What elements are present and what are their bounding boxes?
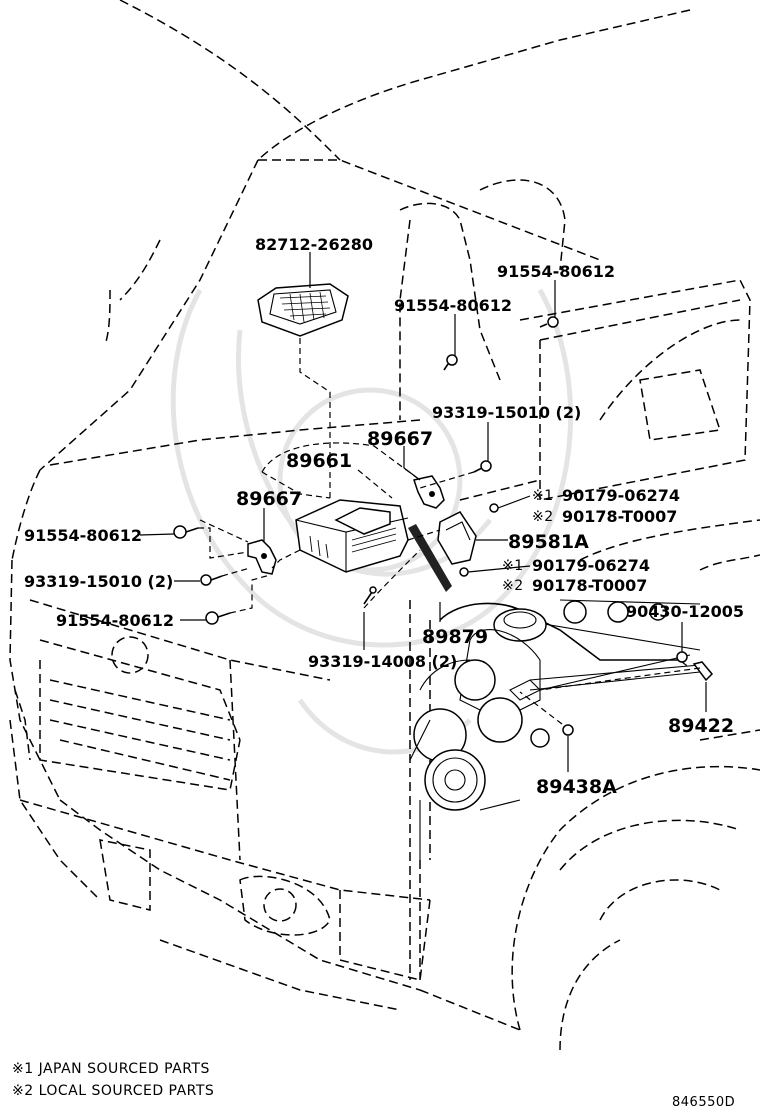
bolt-91554-top-right[interactable] <box>539 316 559 328</box>
sensor-89422[interactable] <box>692 661 714 682</box>
label-91554-top-right[interactable]: 91554-80612 <box>497 262 615 281</box>
label-90430-12005[interactable]: 90430-12005 <box>626 602 744 621</box>
label-89667-right[interactable]: 89667 <box>367 428 433 450</box>
part-89667-bracket-right[interactable] <box>413 475 445 509</box>
label-82712-26280[interactable]: 82712-26280 <box>255 235 373 254</box>
bolt-93319-left[interactable] <box>200 574 223 586</box>
label-89438A[interactable]: 89438A <box>536 776 617 798</box>
label-93319-14008[interactable]: 93319-14008 (2) <box>308 652 457 671</box>
vehicle-outline <box>9 0 760 1051</box>
part-89661-ecu[interactable] <box>295 499 409 573</box>
footnote-local-sourced: ※2 LOCAL SOURCED PARTS <box>12 1083 214 1099</box>
mark-1-b: ※1 <box>502 558 524 574</box>
bolt-91554-left-low[interactable] <box>205 611 231 625</box>
label-90178-a[interactable]: 90178-T0007 <box>562 507 677 526</box>
nut-90179-a[interactable] <box>489 503 499 513</box>
footnotes: ※1 JAPAN SOURCED PARTS ※2 LOCAL SOURCED … <box>12 1061 735 1110</box>
part-labels: 82712-26280 91554-80612 91554-80612 9331… <box>24 235 744 798</box>
label-91554-left[interactable]: 91554-80612 <box>24 526 142 545</box>
part-82712-cover[interactable] <box>257 283 349 337</box>
label-89422[interactable]: 89422 <box>668 715 734 737</box>
label-89661[interactable]: 89661 <box>286 450 352 472</box>
footnote-japan-sourced: ※1 JAPAN SOURCED PARTS <box>12 1061 210 1077</box>
mark-2-b: ※2 <box>502 578 524 594</box>
leader-lines <box>139 252 707 772</box>
label-89581A[interactable]: 89581A <box>508 531 589 553</box>
label-90179-a[interactable]: 90179-06274 <box>562 486 680 505</box>
label-89667-left[interactable]: 89667 <box>236 488 302 510</box>
diagram-id: 846550D <box>672 1095 735 1110</box>
part-89879-plate[interactable] <box>408 524 452 592</box>
mark-2-a: ※2 <box>532 509 554 525</box>
washer-90430[interactable] <box>676 651 688 663</box>
bolt-93319-top[interactable] <box>473 460 492 473</box>
label-93319-top[interactable]: 93319-15010 (2) <box>432 403 581 422</box>
label-90179-b[interactable]: 90179-06274 <box>532 556 650 575</box>
mark-1-a: ※1 <box>532 488 554 504</box>
bolt-91554-top-mid[interactable] <box>443 354 458 371</box>
nut-90179-b[interactable] <box>459 567 469 577</box>
label-91554-top-mid[interactable]: 91554-80612 <box>394 296 512 315</box>
sensor-89438A[interactable] <box>562 724 574 736</box>
label-91554-left-low[interactable]: 91554-80612 <box>56 611 174 630</box>
label-90178-b[interactable]: 90178-T0007 <box>532 576 647 595</box>
engine-assembly <box>409 599 701 860</box>
bolt-93319-14008[interactable] <box>363 586 377 605</box>
part-89581A-sensor[interactable] <box>437 511 477 565</box>
label-89879[interactable]: 89879 <box>422 626 488 648</box>
part-89667-bracket-left[interactable] <box>247 539 277 575</box>
label-93319-left[interactable]: 93319-15010 (2) <box>24 572 173 591</box>
bolt-91554-left[interactable] <box>173 525 199 539</box>
